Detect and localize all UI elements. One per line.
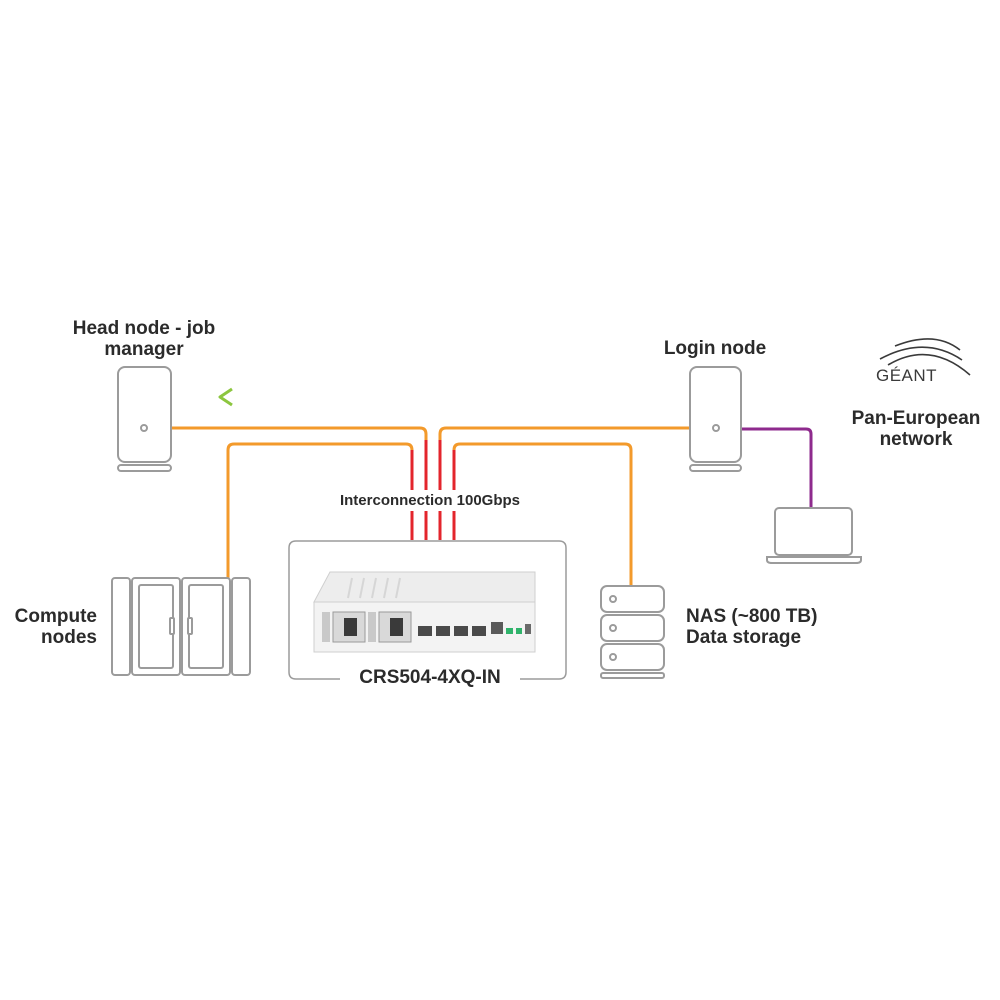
compute-nodes-rack [111,577,251,676]
link-head-to-switch [172,426,428,540]
nas-label-line1: NAS (~800 TB) [686,606,818,627]
head-node-label-line1: Head node - job [72,318,216,339]
link-compute-to-switch [226,442,414,578]
head-node-label-line2: manager [104,339,184,360]
pan-european-label-line2: network [879,429,953,450]
compute-nodes-label: Compute nodes [0,606,97,648]
switch-frame [288,540,567,680]
interconnect-label: Interconnection 100Gbps [320,490,540,511]
switch-device [313,571,536,653]
nas-storage [600,585,665,679]
link-login-to-switch [438,426,690,540]
head-node-label: Head node - job manager [40,318,248,360]
orange-links [172,426,690,588]
link-nas-to-switch [452,442,633,588]
compute-nodes-label-line1: Compute [14,606,97,627]
login-node-label: Login node [640,338,790,359]
link-login-to-laptop [741,427,813,508]
laptop-icon [766,507,862,564]
head-node-server [117,366,172,472]
compute-nodes-label-line2: nodes [41,627,97,648]
pan-european-label: Pan-European network [838,408,994,450]
nas-label: NAS (~800 TB) Data storage [686,606,886,648]
geant-logo-text: GÉANT [876,366,938,385]
pan-european-label-line1: Pan-European [851,408,981,429]
login-node-label-text: Login node [663,338,767,359]
switch-model-label: CRS504-4XQ-IN [340,667,520,688]
link-login-to-head [218,387,690,407]
login-node-server [689,366,742,472]
geant-logo-icon [879,338,971,376]
nas-label-line2: Data storage [686,627,802,648]
